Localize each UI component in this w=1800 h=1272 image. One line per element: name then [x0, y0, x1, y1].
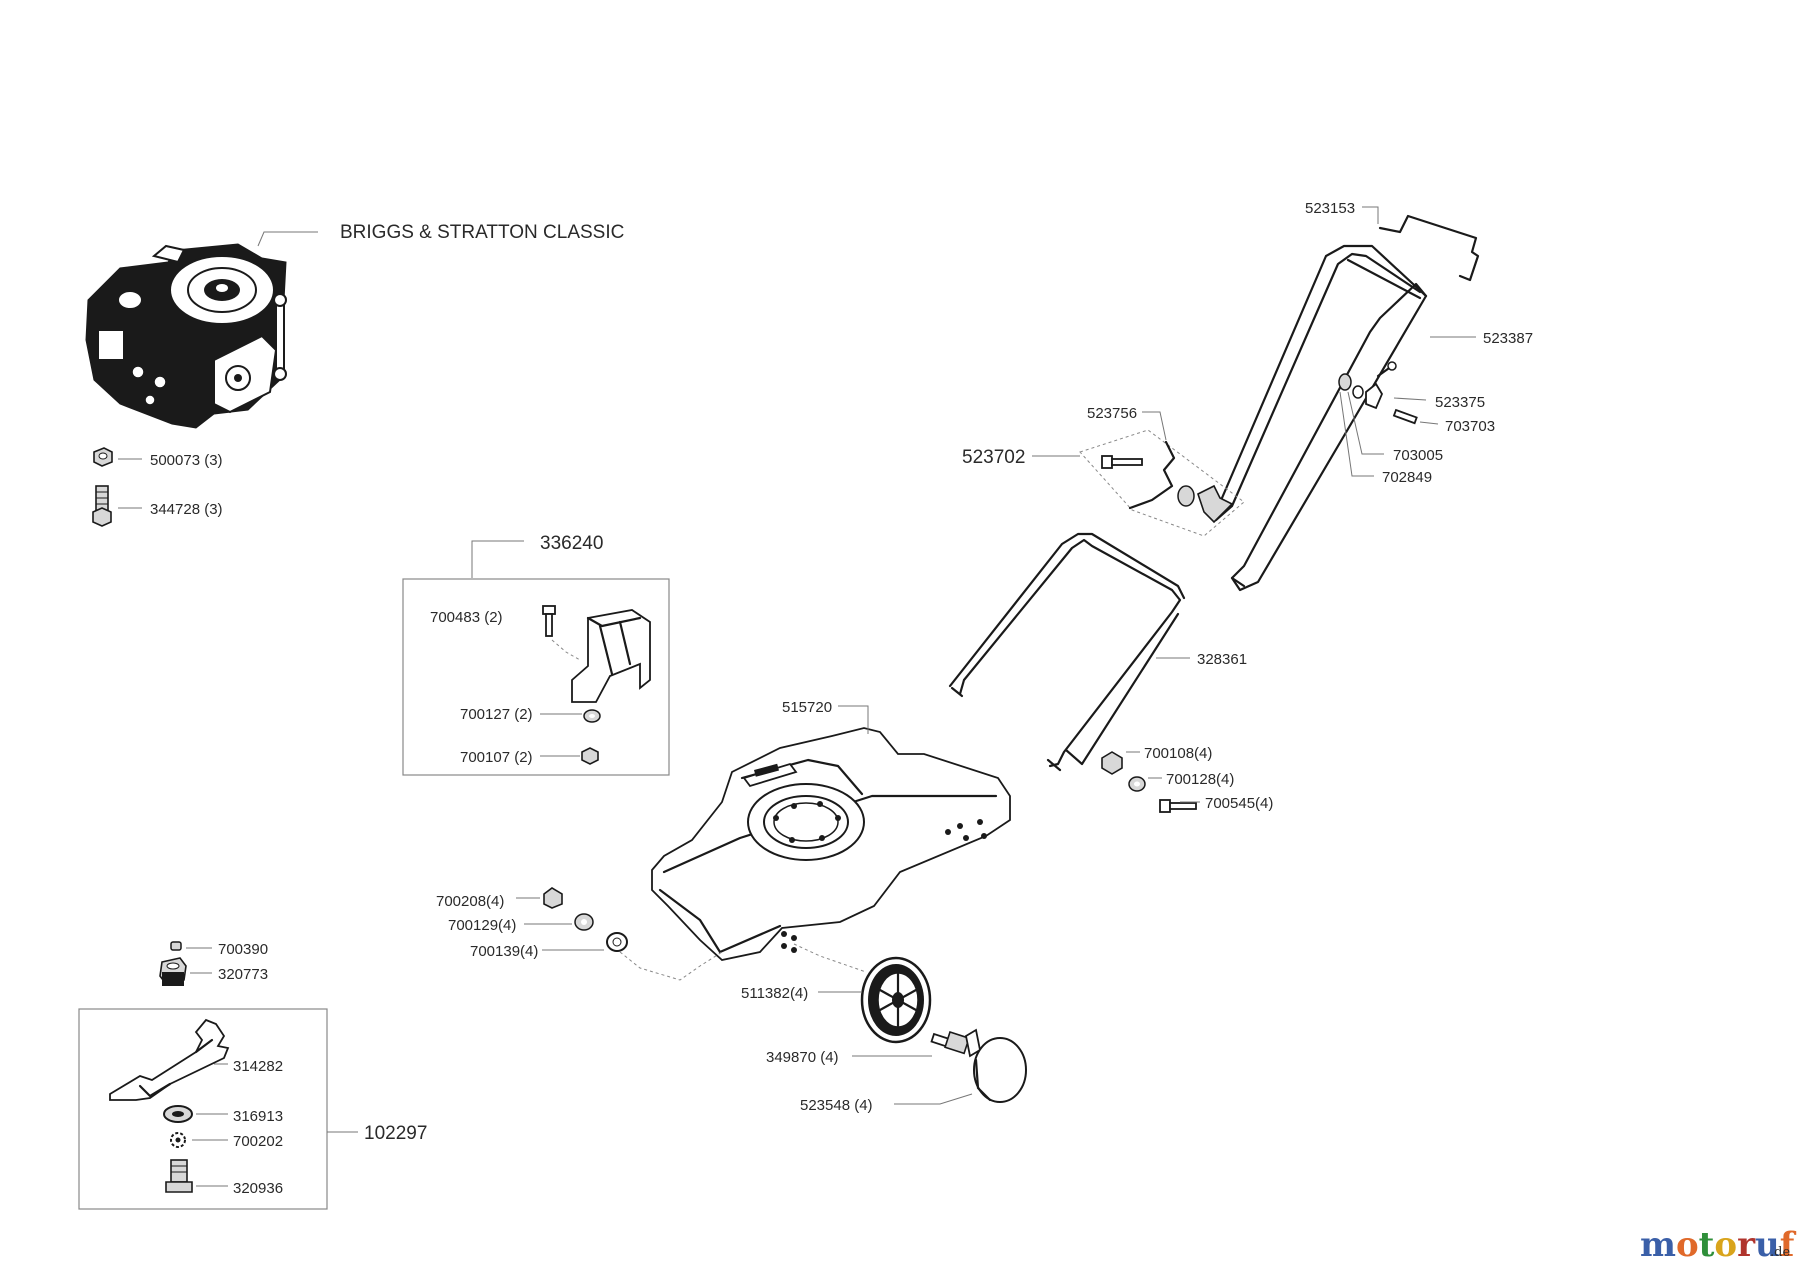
- blade-314282-icon: [109, 1018, 230, 1101]
- label-102297: 102297: [364, 1123, 427, 1144]
- leader-703005: [1347, 391, 1384, 455]
- washer-316913-icon: [163, 1105, 193, 1123]
- engine-illustration: [85, 243, 287, 429]
- bolt-700545-icon: [1159, 799, 1197, 813]
- label-703005: 703005: [1393, 447, 1443, 464]
- mower-deck-515720: [651, 727, 1011, 961]
- bracket-336240-icon: [571, 609, 651, 703]
- label-344728: 344728 (3): [150, 501, 223, 518]
- logo-letter: o: [1676, 1225, 1699, 1265]
- dash-wheel: [793, 943, 867, 973]
- label-700129: 700129(4): [448, 917, 516, 934]
- label-700483: 700483 (2): [430, 609, 503, 626]
- label-523756: 523756: [1087, 405, 1137, 422]
- box-102297: [78, 1008, 328, 1210]
- logo-text: motoruf: [1640, 1225, 1797, 1265]
- label-700545: 700545(4): [1205, 795, 1273, 812]
- label-700108: 700108(4): [1144, 745, 1212, 762]
- label-523702: 523702: [962, 447, 1025, 468]
- hubcap-523548-icon: [973, 1037, 1027, 1103]
- key-700390-icon: [170, 941, 182, 951]
- logo-letter: r: [1737, 1225, 1756, 1265]
- upper-handle-523387: [1206, 244, 1428, 592]
- leader-515720: [838, 705, 869, 734]
- leader-702849: [1339, 391, 1374, 477]
- label-523387: 523387: [1483, 330, 1533, 347]
- rod-523153: [1378, 214, 1480, 282]
- label-700208: 700208(4): [436, 893, 504, 910]
- dash-700483: [551, 639, 581, 661]
- nut-700107-icon: [581, 747, 599, 765]
- cable-523756: [1128, 440, 1176, 510]
- label-700127: 700127 (2): [460, 706, 533, 723]
- lower-handle-328361: [948, 532, 1186, 772]
- bolt-349870-icon: [930, 1028, 982, 1058]
- leader-523756: [1142, 411, 1167, 441]
- engine-leader: [257, 231, 318, 247]
- label-523375: 523375: [1435, 394, 1485, 411]
- label-700390: 700390: [218, 941, 268, 958]
- logo-suffix: .de: [1770, 1245, 1790, 1260]
- washer-700129-icon: [574, 913, 594, 931]
- leader-523153: [1362, 206, 1379, 224]
- engine-label: BRIGGS & STRATTON CLASSIC: [340, 222, 624, 243]
- label-700128: 700128(4): [1166, 771, 1234, 788]
- logo-letter: m: [1640, 1225, 1676, 1265]
- lockwasher-700202-icon: [170, 1132, 186, 1148]
- leader-523375: [1393, 397, 1427, 401]
- label-500073: 500073 (3): [150, 452, 223, 469]
- nut-700108-icon: [1101, 751, 1123, 775]
- label-320773: 320773: [218, 966, 268, 983]
- logo-letter: t: [1699, 1225, 1715, 1265]
- dash-deck-fasteners: [619, 951, 723, 981]
- nut-700208-icon: [543, 887, 563, 909]
- label-336240: 336240: [540, 533, 603, 554]
- washer-700127-icon: [583, 709, 601, 723]
- label-320936: 320936: [233, 1180, 283, 1197]
- box-336240: [402, 578, 670, 776]
- logo-letter: f: [1780, 1225, 1797, 1265]
- wheel-511382-icon: [860, 956, 932, 1044]
- label-700202: 700202: [233, 1133, 283, 1150]
- nut-500073-icon: [93, 447, 113, 467]
- washer-700128-icon: [1128, 776, 1146, 792]
- bolt-523702-icon: [1101, 455, 1143, 469]
- adapter-320773-icon: [159, 957, 187, 986]
- logo-letter: u: [1755, 1225, 1780, 1265]
- label-515720: 515720: [782, 699, 832, 716]
- bolt-344728-icon: [92, 485, 112, 527]
- leader-703703: [1419, 421, 1439, 425]
- label-700139: 700139(4): [470, 943, 538, 960]
- washer-523702-icon: [1177, 485, 1195, 507]
- label-703703: 703703: [1445, 418, 1495, 435]
- knob-523702-icon: [1197, 484, 1234, 524]
- label-314282: 314282: [233, 1058, 283, 1075]
- logo-letters: motoruf: [1640, 1225, 1797, 1265]
- motoruf-logo: motoruf .de: [1640, 1225, 1797, 1265]
- label-316913: 316913: [233, 1108, 283, 1125]
- label-349870: 349870 (4): [766, 1049, 839, 1066]
- label-700107: 700107 (2): [460, 749, 533, 766]
- label-702849: 702849: [1382, 469, 1432, 486]
- label-523548: 523548 (4): [800, 1097, 873, 1114]
- label-328361: 328361: [1197, 651, 1247, 668]
- logo-letter: o: [1714, 1225, 1737, 1265]
- leader-523548: [894, 1093, 973, 1105]
- leader-336240: [471, 540, 524, 578]
- bolt-703703-icon: [1392, 408, 1418, 425]
- label-523153: 523153: [1305, 200, 1355, 217]
- bolt-320936-icon: [165, 1159, 193, 1193]
- lever-523375-icon: [1338, 361, 1397, 410]
- group-523702: [1079, 429, 1245, 537]
- label-511382: 511382(4): [741, 985, 808, 1002]
- bolt-700483-icon: [542, 605, 556, 637]
- washer-700139-icon: [606, 932, 628, 952]
